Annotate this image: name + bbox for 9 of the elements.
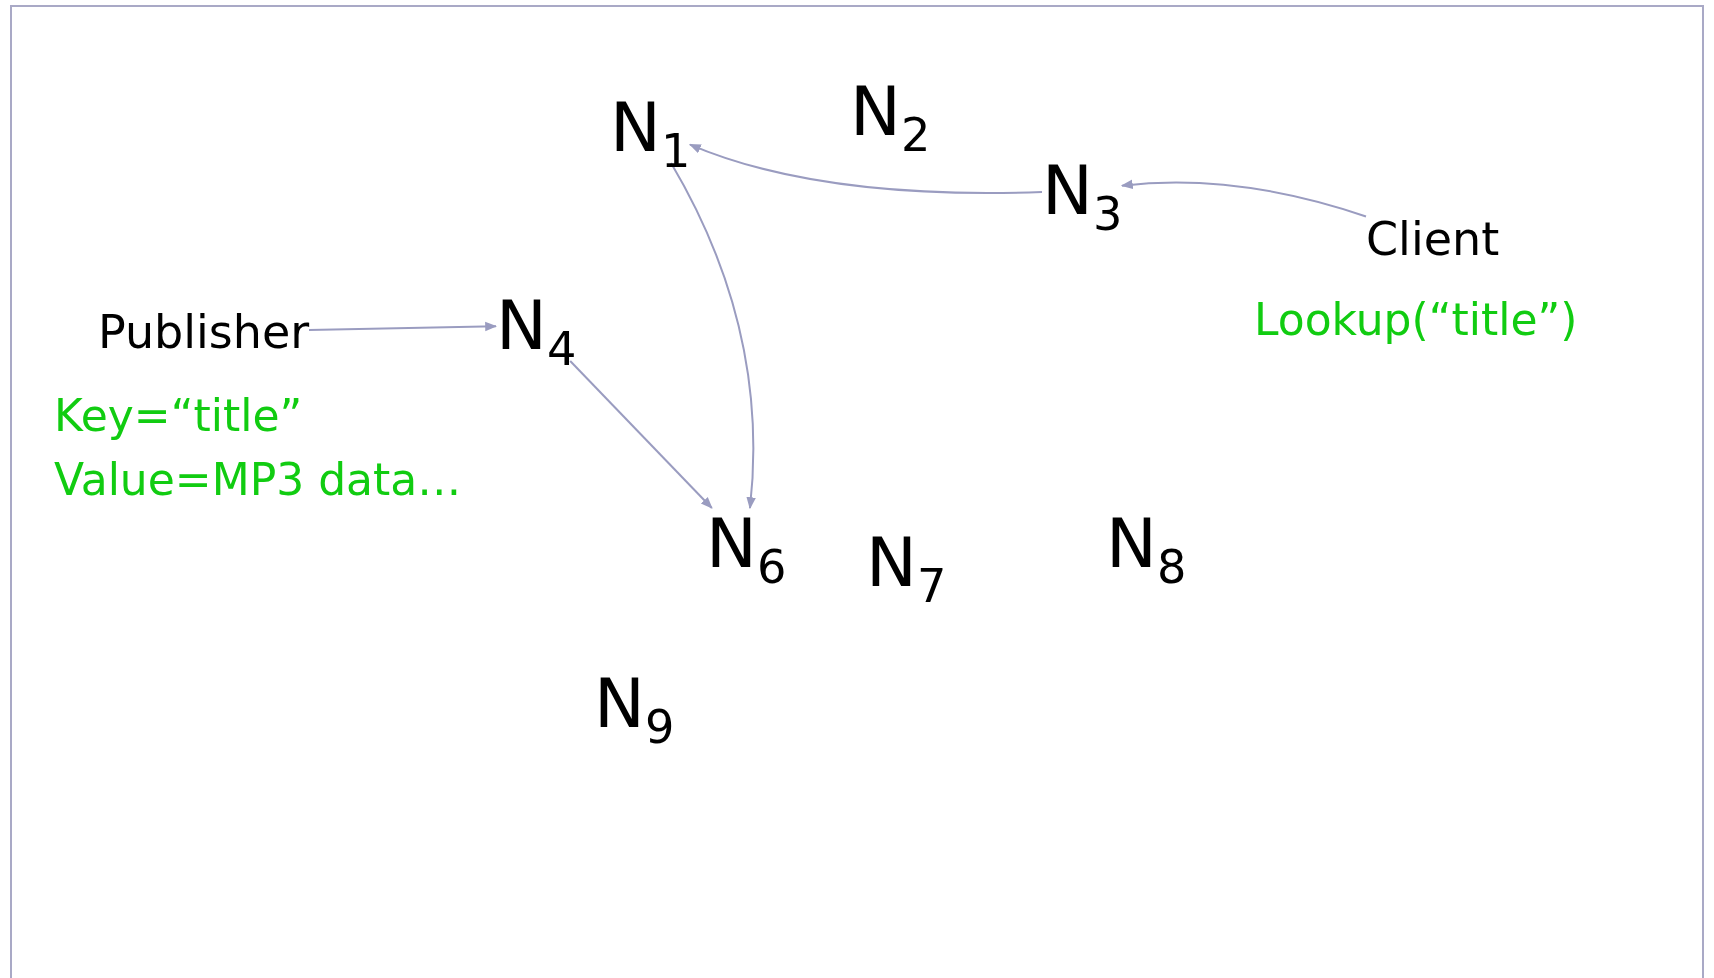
actor-label: Client [1366,215,1500,264]
arrow [569,360,713,509]
arrow [308,321,498,332]
arrow [1120,179,1367,218]
actor-label: Publisher [98,308,310,357]
annotation-text: Key=“title” [54,392,303,441]
arrow [688,143,1043,194]
annotation-text: Value=MP3 data… [54,456,462,505]
annotation-text: Lookup(“title”) [1254,296,1578,345]
